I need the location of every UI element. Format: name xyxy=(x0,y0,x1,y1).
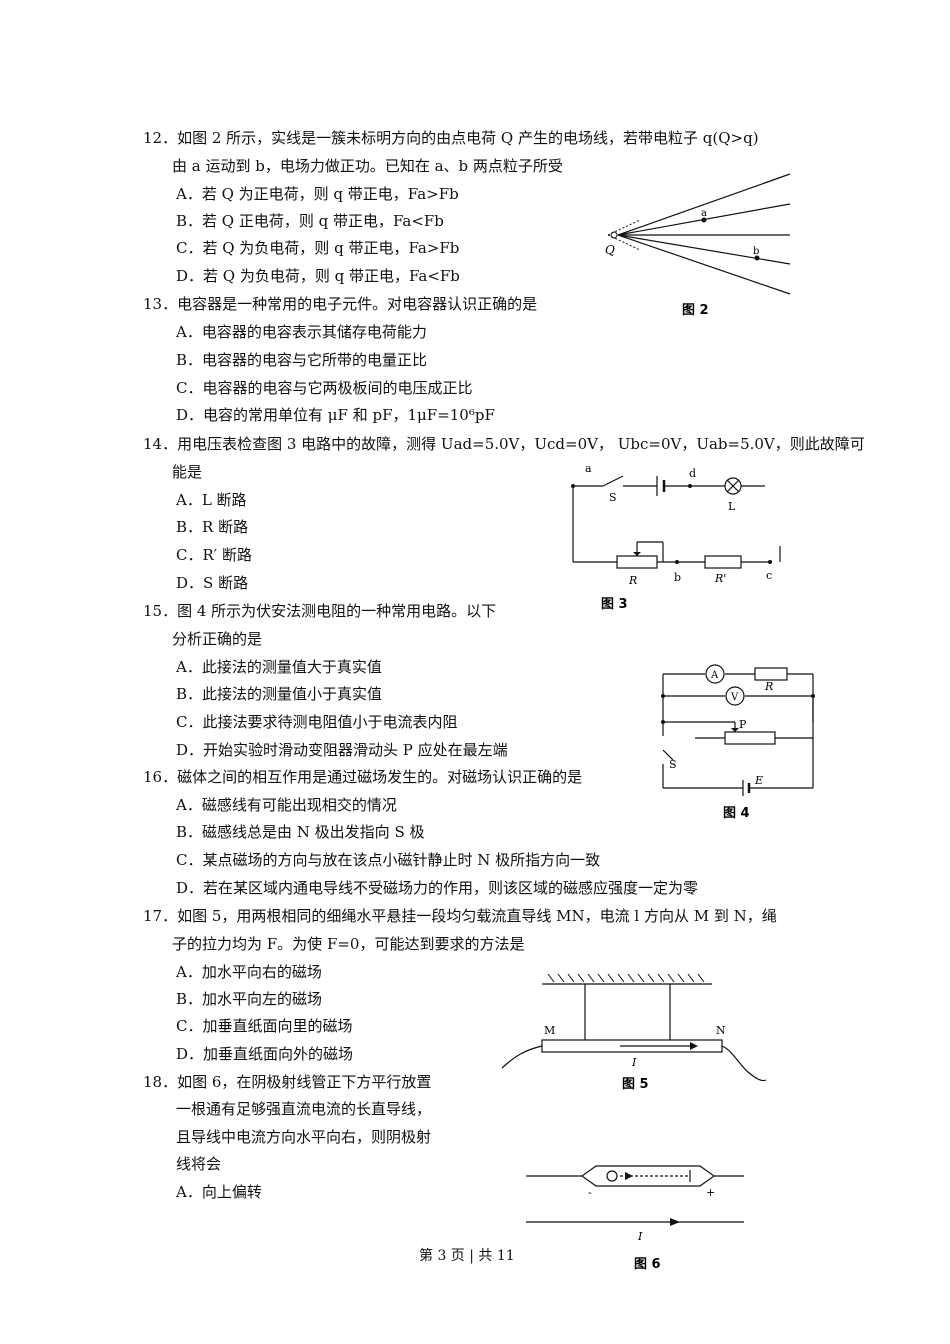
q15-stem-line1: 15．图 4 所示为伏安法测电阻的一种常用电路。以下 xyxy=(143,602,497,620)
fig2-label-b: b xyxy=(753,246,759,257)
fig3-label-b: b xyxy=(674,571,681,584)
fig4-label-e: E xyxy=(754,774,763,787)
fig3-label-c: c xyxy=(766,569,772,582)
q15-stem-line2: 分析正确的是 xyxy=(172,630,263,648)
q18-stem-line1: 18．如图 6，在阴极射线管正下方平行放置 xyxy=(143,1073,432,1091)
q14-option-b: B．R 断路 xyxy=(176,518,249,536)
q18-stem-line4: 线将会 xyxy=(176,1155,222,1173)
fig2-caption: 图 2 xyxy=(682,303,709,318)
fig6-label-plus: + xyxy=(706,1186,715,1199)
q17-stem-line1: 17．如图 5，用两根相同的细绳水平悬挂一段均匀载流直导线 MN，电流 l 方向… xyxy=(143,907,777,925)
fig2-label-a: a xyxy=(701,208,707,219)
q13-option-c: C．电容器的电容与它两极板间的电压成正比 xyxy=(176,379,473,397)
fig4-label-a: A xyxy=(710,670,719,681)
fig5-label-m: M xyxy=(544,1024,555,1037)
fig4-caption: 图 4 xyxy=(723,806,750,821)
q12-option-b: B．若 Q 正电荷，则 q 带正电，Fa<Fb xyxy=(176,212,444,230)
figure-5: M N I 图 5 xyxy=(500,968,770,1098)
q12-option-a: A．若 Q 为正电荷，则 q 带正电，Fa>Fb xyxy=(176,185,459,203)
fig3-label-d: d xyxy=(689,467,696,480)
figure-4: A R V P S E 图 4 xyxy=(655,660,820,825)
fig3-label-l: L xyxy=(728,500,736,513)
q12-option-d: D．若 Q 为负电荷，则 q 带正电，Fa<Fb xyxy=(176,267,460,285)
fig3-label-s: S xyxy=(609,491,617,504)
q17-option-d: D．加垂直纸面向外的磁场 xyxy=(176,1045,354,1063)
fig3-caption: 图 3 xyxy=(601,597,628,612)
fig3-label-rprime: R' xyxy=(714,572,726,585)
q12-option-c: C．若 Q 为负电荷，则 q 带正电，Fa>Fb xyxy=(176,239,460,257)
figure-6: - + I 图 6 xyxy=(520,1160,750,1275)
fig5-label-i: I xyxy=(631,1056,637,1069)
q13-option-d: D．电容的常用单位有 μF 和 pF，1μF=10⁶pF xyxy=(176,406,495,424)
q18-option-a: A．向上偏转 xyxy=(176,1183,262,1201)
q16-option-d: D．若在某区域内通电导线不受磁场力的作用，则该区域的磁感应强度一定为零 xyxy=(176,879,699,897)
fig6-label-minus: - xyxy=(588,1186,592,1199)
q16-stem: 16．磁体之间的相互作用是通过磁场发生的。对磁场认识正确的是 xyxy=(143,768,583,786)
fig6-caption: 图 6 xyxy=(634,1257,661,1272)
q16-option-a: A．磁感线有可能出现相交的情况 xyxy=(176,796,397,814)
fig4-label-s: S xyxy=(669,758,677,771)
figure-2: Q a b 图 2 xyxy=(600,172,800,322)
q16-option-c: C．某点磁场的方向与放在该点小磁针静止时 N 极所指方向一致 xyxy=(176,851,601,869)
q15-option-d: D．开始实验时滑动变阻器滑动头 P 应处在最左端 xyxy=(176,741,508,759)
q12-stem-line2: 由 a 运动到 b，电场力做正功。已知在 a、b 两点粒子所受 xyxy=(172,157,563,175)
q17-option-b: B．加水平向左的磁场 xyxy=(176,990,323,1008)
figure-3: a d S L R b R' c 图 3 xyxy=(565,462,790,612)
q13-stem: 13．电容器是一种常用的电子元件。对电容器认识正确的是 xyxy=(143,295,538,313)
q14-stem-line2: 能是 xyxy=(172,463,203,481)
q14-stem-line1: 14．用电压表检查图 3 电路中的故障，测得 Uad=5.0V，Ucd=0V， … xyxy=(143,435,865,453)
q14-option-d: D．S 断路 xyxy=(176,574,249,592)
q13-option-b: B．电容器的电容与它所带的电量正比 xyxy=(176,351,428,369)
q13-option-a: A．电容器的电容表示其储存电荷能力 xyxy=(176,323,427,341)
fig5-caption: 图 5 xyxy=(622,1077,649,1092)
q15-option-c: C．此接法要求待测电阻值小于电流表内阻 xyxy=(176,713,458,731)
fig5-label-n: N xyxy=(716,1024,726,1037)
q15-option-b: B．此接法的测量值小于真实值 xyxy=(176,685,383,703)
q15-option-a: A．此接法的测量值大于真实值 xyxy=(176,658,382,676)
fig3-label-r: R xyxy=(628,574,637,587)
q14-option-c: C．R′ 断路 xyxy=(176,546,252,564)
fig3-label-a: a xyxy=(585,462,592,475)
fig4-label-v: V xyxy=(730,692,739,703)
q12-stem-line1: 12．如图 2 所示，实线是一簇未标明方向的由点电荷 Q 产生的电场线，若带电粒… xyxy=(143,129,759,147)
q17-option-c: C．加垂直纸面向里的磁场 xyxy=(176,1017,353,1035)
q18-stem-line2: 一根通有足够强直流电流的长直导线， xyxy=(176,1100,432,1118)
fig4-label-p: P xyxy=(739,718,747,731)
fig4-label-r: R xyxy=(764,680,773,693)
q16-option-b: B．磁感线总是由 N 极出发指向 S 极 xyxy=(176,823,425,841)
fig6-label-i: I xyxy=(637,1230,643,1243)
fig2-label-q: Q xyxy=(605,243,615,257)
page-footer: 第 3 页 | 共 11 xyxy=(419,1248,515,1264)
q17-option-a: A．加水平向右的磁场 xyxy=(176,963,322,981)
q17-stem-line2: 子的拉力均为 F。为使 F=0，可能达到要求的方法是 xyxy=(172,935,525,953)
q18-stem-line3: 且导线中电流方向水平向右，则阴极射 xyxy=(176,1128,432,1146)
q14-option-a: A．L 断路 xyxy=(176,491,247,509)
